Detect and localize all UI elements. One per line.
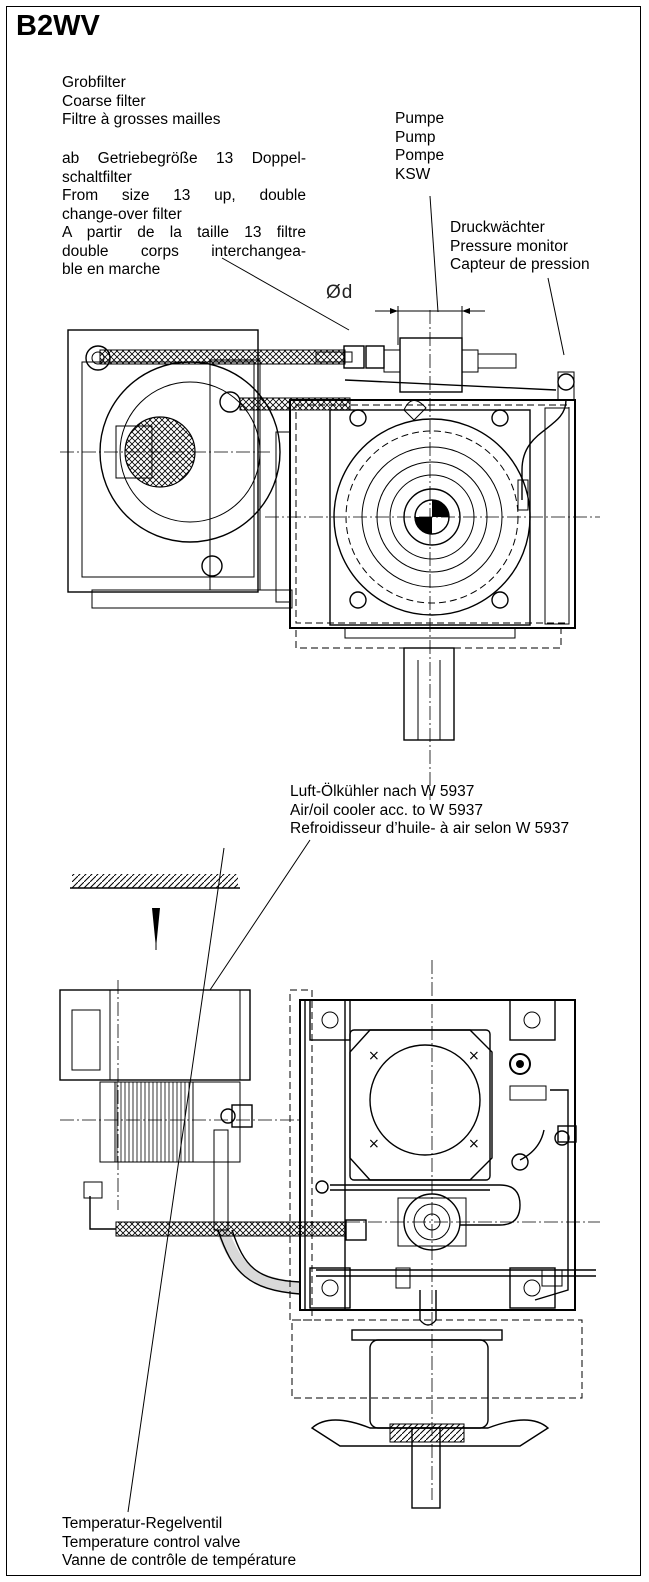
oil-cooler-en: Air/oil cooler acc. to W 5937: [290, 801, 483, 819]
wall-hatch: [70, 874, 240, 950]
leader-pump: [429, 195, 439, 313]
inspection-cover: [369, 1044, 481, 1156]
double-filter-line-2: schaltfilter: [62, 168, 132, 186]
output-shaft-top: [403, 647, 455, 741]
double-filter-line-1: ab Getriebegröße 13 Doppel-: [62, 150, 306, 167]
page-frame: [6, 6, 641, 1576]
top-view-gearbox: [60, 310, 600, 800]
temp-valve-en: Temperature control valve: [62, 1533, 241, 1551]
page-title: B2WV: [16, 10, 100, 42]
svg-text:×: ×: [468, 1136, 480, 1152]
pump-en: Pump: [395, 128, 436, 146]
leader-double-filter: [221, 257, 350, 331]
hose-top: [99, 349, 346, 365]
label-coarse-filter: Grobfilter Coarse filter Filtre à grosse…: [62, 74, 221, 130]
cooler-fins: [114, 1081, 194, 1163]
fan-blades: [310, 1419, 550, 1447]
pressure-monitor-device: [557, 373, 575, 391]
label-pump: Pumpe Pump Pompe KSW: [395, 110, 444, 184]
label-pressure-monitor: Druckwächter Pressure monitor Capteur de…: [450, 219, 590, 275]
double-filter-line-6: double corps interchangea-: [62, 242, 306, 260]
coarse-filter-fr: Filtre à grosses mailles: [62, 111, 221, 128]
leader-temp-valve: [127, 847, 225, 1513]
pressure-monitor-de: Druckwächter: [450, 219, 545, 236]
main-gearbox-side: [299, 999, 576, 1311]
double-filter-line-5: A partir de la taille 13 filtre: [62, 224, 306, 241]
side-view-gearbox: × × × ×: [59, 960, 600, 1509]
pressure-monitor-fr: Capteur de pression: [450, 256, 590, 273]
coarse-filter-de: Grobfilter: [62, 74, 126, 91]
pump-de: Pumpe: [395, 110, 445, 127]
leader-oil-cooler: [209, 839, 311, 991]
double-filter-line-4: change-over filter: [62, 205, 182, 223]
pump-ksw: KSW: [395, 165, 431, 183]
label-oil-cooler: Luft-Ölkühler nach W 5937 Air/oil cooler…: [290, 783, 569, 839]
pump-fr: Pompe: [395, 147, 445, 164]
svg-text:×: ×: [368, 1136, 380, 1152]
label-double-filter: ab Getriebegröße 13 Doppel- schaltfilter…: [62, 150, 306, 280]
leader-lines-top: [221, 195, 565, 356]
oil-cooler-unit: [59, 989, 251, 1081]
label-temp-valve: Temperatur-Regelventil Temperature contr…: [62, 1515, 296, 1571]
leader-pressure-monitor: [547, 277, 565, 356]
fan-hub: [369, 1339, 489, 1429]
oil-cooler-de: Luft-Ölkühler nach W 5937: [290, 783, 475, 800]
svg-text:×: ×: [368, 1048, 380, 1064]
temp-valve-de: Temperatur-Regelventil: [62, 1515, 223, 1532]
label-shaft-diameter: Ød: [326, 282, 354, 303]
oil-cooler-fr: Refroidisseur d’huile- à air selon W 593…: [290, 820, 570, 837]
double-filter-line-7: ble en marche: [62, 261, 161, 278]
double-filter-line-3: From size 13 up, double: [62, 187, 306, 204]
top-left-housing: [67, 329, 259, 593]
svg-text:×: ×: [468, 1048, 480, 1064]
pressure-monitor-en: Pressure monitor: [450, 237, 569, 255]
temp-valve-fr: Vanne de contrôle de température: [62, 1552, 297, 1569]
coarse-filter-en: Coarse filter: [62, 92, 146, 110]
